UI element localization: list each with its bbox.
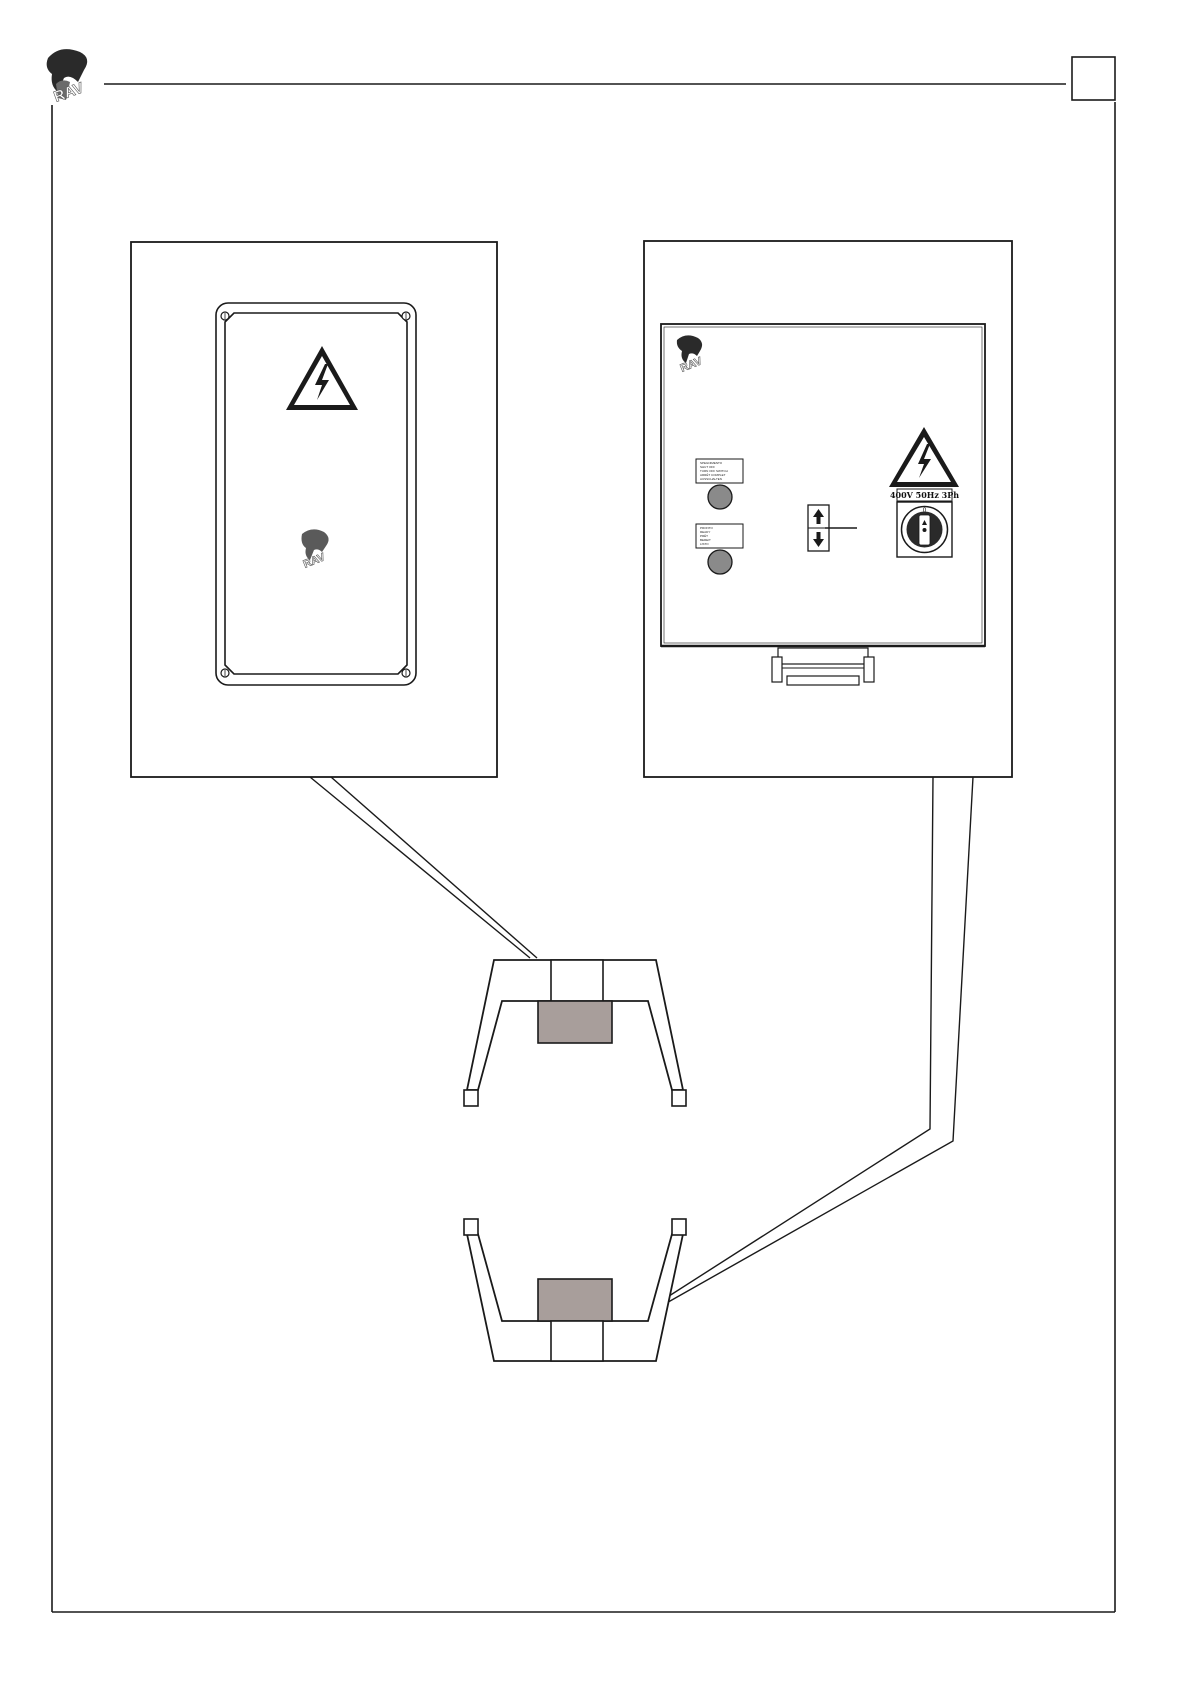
main-switch-icon: 0 xyxy=(897,502,952,557)
rating-label: 400V 50Hz 3Ph xyxy=(890,489,959,501)
screw-icon xyxy=(221,669,229,677)
label-1-line: AUSSCHALTEN xyxy=(700,477,722,481)
screw-icon xyxy=(402,312,410,320)
electrical-box-block xyxy=(538,1001,612,1043)
machine-frame-bottom xyxy=(464,1219,686,1361)
label-2-line: LISTO xyxy=(700,542,709,546)
switch-off-label: 0 xyxy=(923,507,927,514)
electrical-box-block xyxy=(538,1279,612,1321)
indicator-lamp-2 xyxy=(708,550,732,574)
machine-frame-top xyxy=(464,960,686,1106)
header-logo: RAV xyxy=(47,49,88,106)
label-plate-1: SPEGNIMENTO SHUT OFF TURN OFF SWITCH ARR… xyxy=(696,459,743,483)
indicator-lamp-1 xyxy=(708,485,732,509)
screw-icon xyxy=(402,669,410,677)
electrical-enclosure: RAV xyxy=(216,303,416,685)
page-number-box xyxy=(1072,57,1115,100)
rating-text: 400V 50Hz 3Ph xyxy=(890,490,959,500)
control-panel: RAV SPEGNIMENTO SHUT OFF TURN OFF SWITCH… xyxy=(661,324,985,685)
left-callout-panel: RAV xyxy=(131,242,497,777)
label-plate-2: PRONTO READY PRÊT BEREIT LISTO xyxy=(696,524,743,548)
leader-lines xyxy=(310,777,973,1305)
right-callout-panel: RAV SPEGNIMENTO SHUT OFF TURN OFF SWITCH… xyxy=(644,241,1012,777)
screw-icon xyxy=(221,312,229,320)
